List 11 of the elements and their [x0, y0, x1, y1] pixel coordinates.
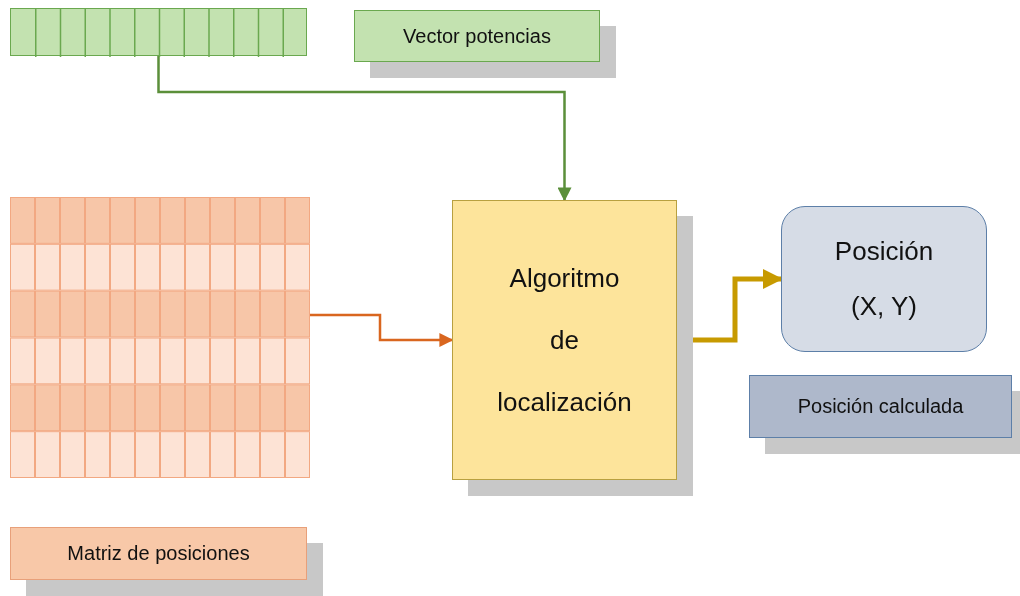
- node-text: Vector potencias: [402, 24, 552, 48]
- vector-bar: [10, 8, 307, 56]
- matrix-grid: [10, 197, 310, 478]
- node-text: Posición: [833, 236, 935, 267]
- arrow: [157, 56, 572, 202]
- node-text: Posición calculada: [796, 395, 965, 418]
- rounded-box: [781, 206, 987, 352]
- node-text: Algoritmo de localización: [496, 262, 633, 419]
- node-text: (X, Y): [850, 291, 918, 322]
- arrow: [310, 313, 454, 347]
- node-text: Matriz de posiciones: [66, 542, 251, 565]
